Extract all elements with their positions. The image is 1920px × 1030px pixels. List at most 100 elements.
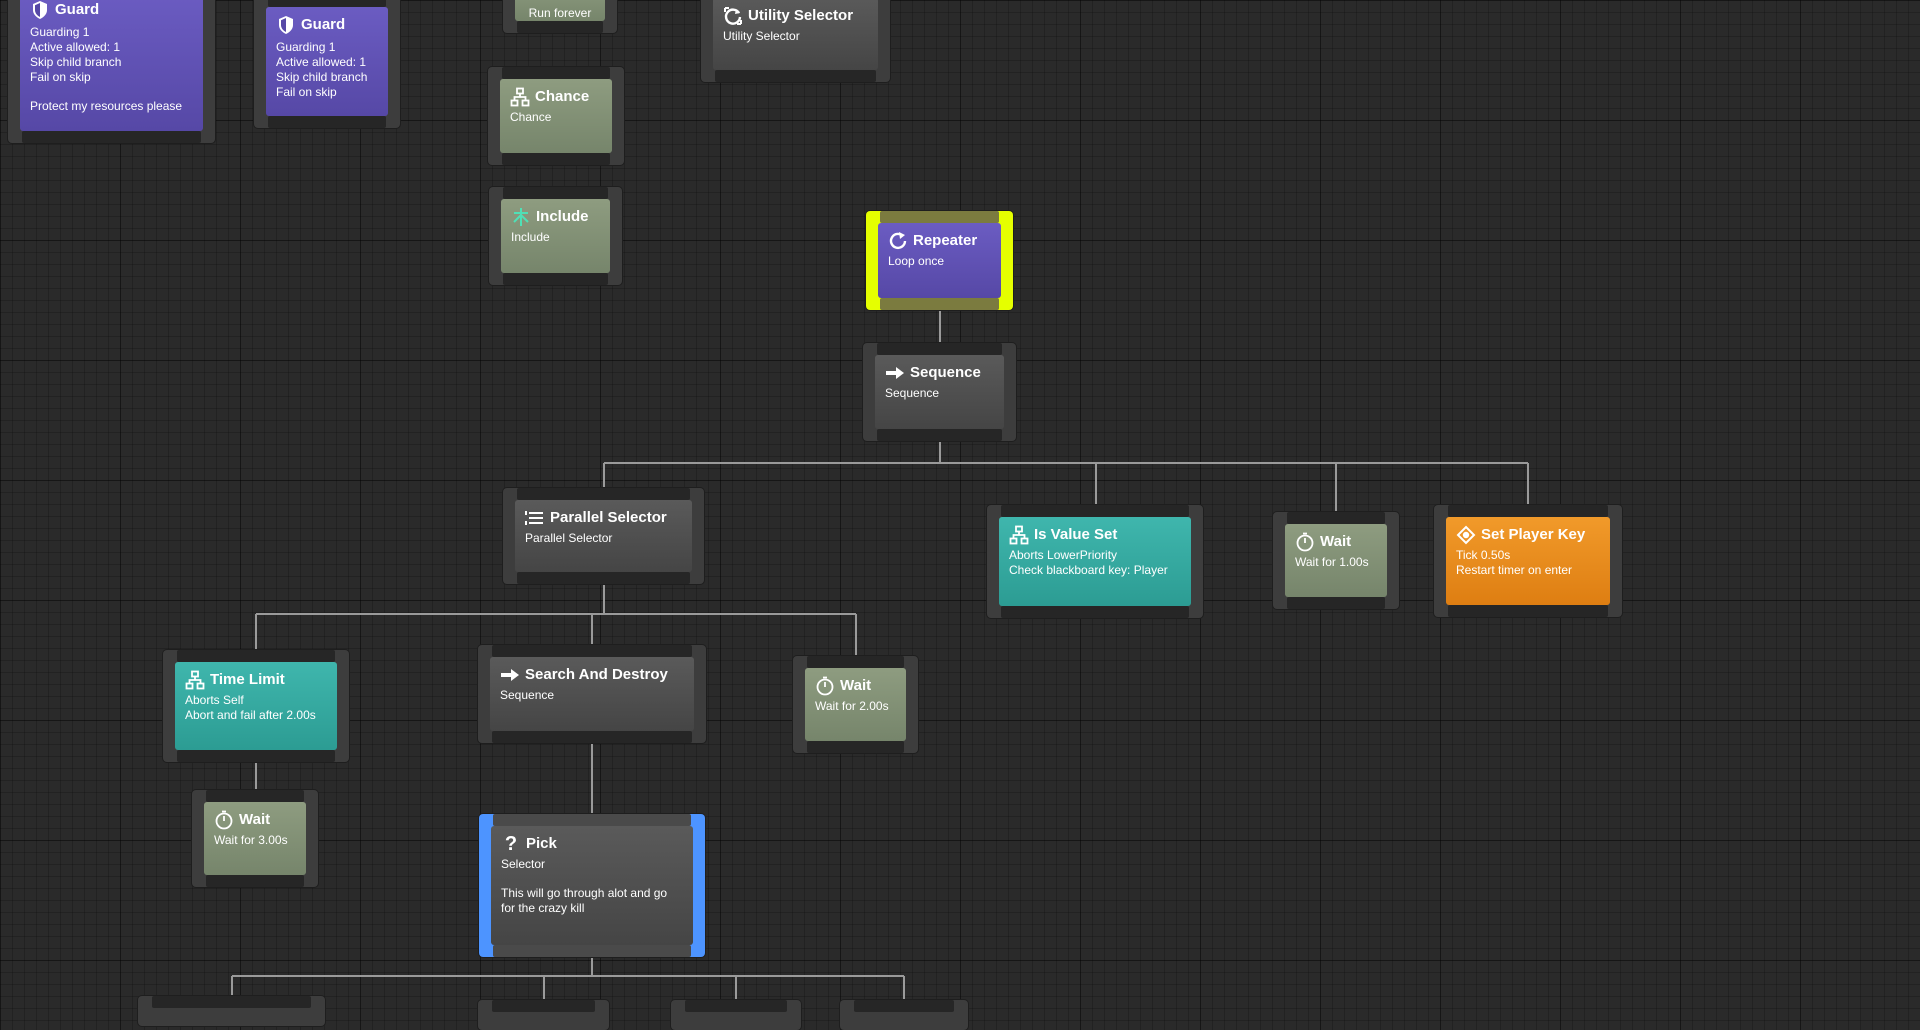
set-player-key-top-port[interactable] — [1448, 505, 1608, 517]
chance-top-port[interactable] — [502, 67, 610, 79]
link-parallel-children — [255, 584, 857, 656]
repeater-card: Repeater Loop once — [878, 223, 1001, 298]
wait-node-1s[interactable]: Wait Wait for 1.00s — [1273, 512, 1399, 609]
run-forever-card: Run forever — [515, 0, 605, 21]
run-forever-bottom-port[interactable] — [517, 21, 603, 33]
parallel-selector-top-port[interactable] — [517, 488, 690, 500]
repeater-bottom-port[interactable] — [880, 298, 999, 310]
hierarchy-icon — [510, 87, 530, 107]
include-top-port[interactable] — [503, 187, 608, 199]
repeater-top-port[interactable] — [880, 211, 999, 223]
time-limit-top-port[interactable] — [177, 650, 335, 662]
repeater-node[interactable]: Repeater Loop once — [866, 211, 1013, 310]
wait-3s-top-port[interactable] — [206, 790, 304, 802]
wait-node-2s[interactable]: Wait Wait for 2.00s — [793, 656, 918, 753]
pick-child-node-4[interactable] — [840, 1000, 968, 1030]
sequence-bottom-port[interactable] — [877, 429, 1002, 441]
hierarchy-icon — [1009, 525, 1029, 545]
search-and-destroy-card: Search And Destroy Sequence — [490, 657, 694, 731]
utility-refresh-icon — [723, 6, 743, 26]
diamond-icon — [1456, 525, 1476, 545]
pick-child-4-top-port[interactable] — [854, 1000, 954, 1012]
wait-2s-subtitle: Wait for 2.00s — [815, 699, 889, 713]
pick-child-1-top-port[interactable] — [152, 996, 311, 1008]
hierarchy-icon — [185, 670, 205, 690]
run-forever-node[interactable]: Run forever — [503, 0, 617, 33]
link-sequence-children — [603, 441, 1529, 512]
is-value-set-node[interactable]: Is Value Set Aborts LowerPriority Check … — [987, 505, 1203, 618]
time-limit-bottom-port[interactable] — [177, 750, 335, 762]
wait-3s-card: Wait Wait for 3.00s — [204, 802, 306, 875]
search-and-destroy-subtitle: Sequence — [500, 688, 555, 702]
pick-child-2-top-port[interactable] — [492, 1000, 595, 1012]
guard-2-top-port[interactable] — [268, 0, 386, 7]
connection-lines — [231, 310, 1529, 1000]
include-node[interactable]: Include Include — [489, 187, 622, 285]
time-limit-line-1: Aborts Self — [185, 693, 244, 707]
guard-2-bottom-port[interactable] — [268, 116, 386, 128]
include-bottom-port[interactable] — [503, 273, 608, 285]
wait-1s-subtitle: Wait for 1.00s — [1295, 555, 1369, 569]
chance-title: Chance — [510, 87, 602, 107]
is-value-set-top-port[interactable] — [1001, 505, 1189, 517]
time-limit-node[interactable]: Time Limit Aborts Self Abort and fail af… — [163, 650, 349, 762]
pick-top-port[interactable] — [493, 814, 691, 826]
link-pick-children — [231, 957, 905, 1000]
right-arrow-icon — [500, 665, 520, 685]
repeater-subtitle: Loop once — [888, 254, 945, 268]
guard-2-line-2: Active allowed: 1 — [276, 55, 367, 69]
utility-selector-title: Utility Selector — [723, 6, 868, 26]
set-player-key-title: Set Player Key — [1456, 525, 1600, 545]
shield-icon — [30, 0, 50, 20]
guard-node-1[interactable]: Guard Guarding 1 Active allowed: 1 Skip … — [8, 0, 215, 143]
chance-node[interactable]: Chance Chance — [488, 67, 624, 165]
wait-2s-card: Wait Wait for 2.00s — [805, 668, 906, 741]
wait-3s-bottom-port[interactable] — [206, 875, 304, 887]
search-and-destroy-bottom-port[interactable] — [492, 731, 692, 743]
stopwatch-icon — [1295, 532, 1315, 552]
shield-icon — [276, 15, 296, 35]
search-and-destroy-node[interactable]: Search And Destroy Sequence — [478, 645, 706, 743]
wait-1s-bottom-port[interactable] — [1287, 597, 1385, 609]
utility-selector-bottom-port[interactable] — [715, 70, 876, 82]
parallel-selector-title: Parallel Selector — [525, 508, 682, 528]
guard-1-line-4: Fail on skip — [30, 70, 91, 84]
set-player-key-node[interactable]: Set Player Key Tick 0.50s Restart timer … — [1434, 505, 1622, 617]
wait-2s-title: Wait — [815, 676, 896, 696]
wait-1s-top-port[interactable] — [1287, 512, 1385, 524]
chance-card: Chance Chance — [500, 79, 612, 153]
pick-child-node-2[interactable] — [478, 1000, 609, 1030]
wait-2s-top-port[interactable] — [807, 656, 904, 668]
is-value-set-line-1: Aborts LowerPriority — [1009, 548, 1118, 562]
pick-node[interactable]: ? Pick Selector This will go through alo… — [479, 814, 705, 957]
utility-selector-node[interactable]: Utility Selector Utility Selector — [701, 0, 890, 82]
is-value-set-line-2: Check blackboard key: Player — [1009, 563, 1168, 577]
run-forever-subtitle: Run forever — [528, 6, 592, 20]
guard-2-title: Guard — [276, 15, 378, 35]
repeat-arrow-icon — [888, 231, 908, 251]
is-value-set-bottom-port[interactable] — [1001, 606, 1189, 618]
set-player-key-line-2: Restart timer on enter — [1456, 563, 1573, 577]
question-icon: ? — [504, 833, 518, 855]
repeater-title: Repeater — [888, 231, 991, 251]
is-value-set-card: Is Value Set Aborts LowerPriority Check … — [999, 517, 1191, 606]
guard-2-card: Guard Guarding 1 Active allowed: 1 Skip … — [266, 7, 388, 116]
parallel-selector-node[interactable]: Parallel Selector Parallel Selector — [503, 488, 704, 584]
wait-node-3s[interactable]: Wait Wait for 3.00s — [192, 790, 318, 887]
parallel-selector-bottom-port[interactable] — [517, 572, 690, 584]
pick-bottom-port[interactable] — [493, 945, 691, 957]
pick-child-3-top-port[interactable] — [685, 1000, 787, 1012]
set-player-key-bottom-port[interactable] — [1448, 605, 1608, 617]
wait-1s-title: Wait — [1295, 532, 1377, 552]
sequence-top-port[interactable] — [877, 343, 1002, 355]
guard-node-2[interactable]: Guard Guarding 1 Active allowed: 1 Skip … — [254, 0, 400, 128]
guard-1-bottom-port[interactable] — [22, 131, 201, 143]
chance-subtitle: Chance — [510, 110, 552, 124]
chance-bottom-port[interactable] — [502, 153, 610, 165]
pick-child-node-1[interactable] — [138, 996, 325, 1026]
wait-2s-bottom-port[interactable] — [807, 741, 904, 753]
sequence-node[interactable]: Sequence Sequence — [863, 343, 1016, 441]
sequence-subtitle: Sequence — [885, 386, 940, 400]
pick-child-node-3[interactable] — [671, 1000, 801, 1030]
search-and-destroy-top-port[interactable] — [492, 645, 692, 657]
